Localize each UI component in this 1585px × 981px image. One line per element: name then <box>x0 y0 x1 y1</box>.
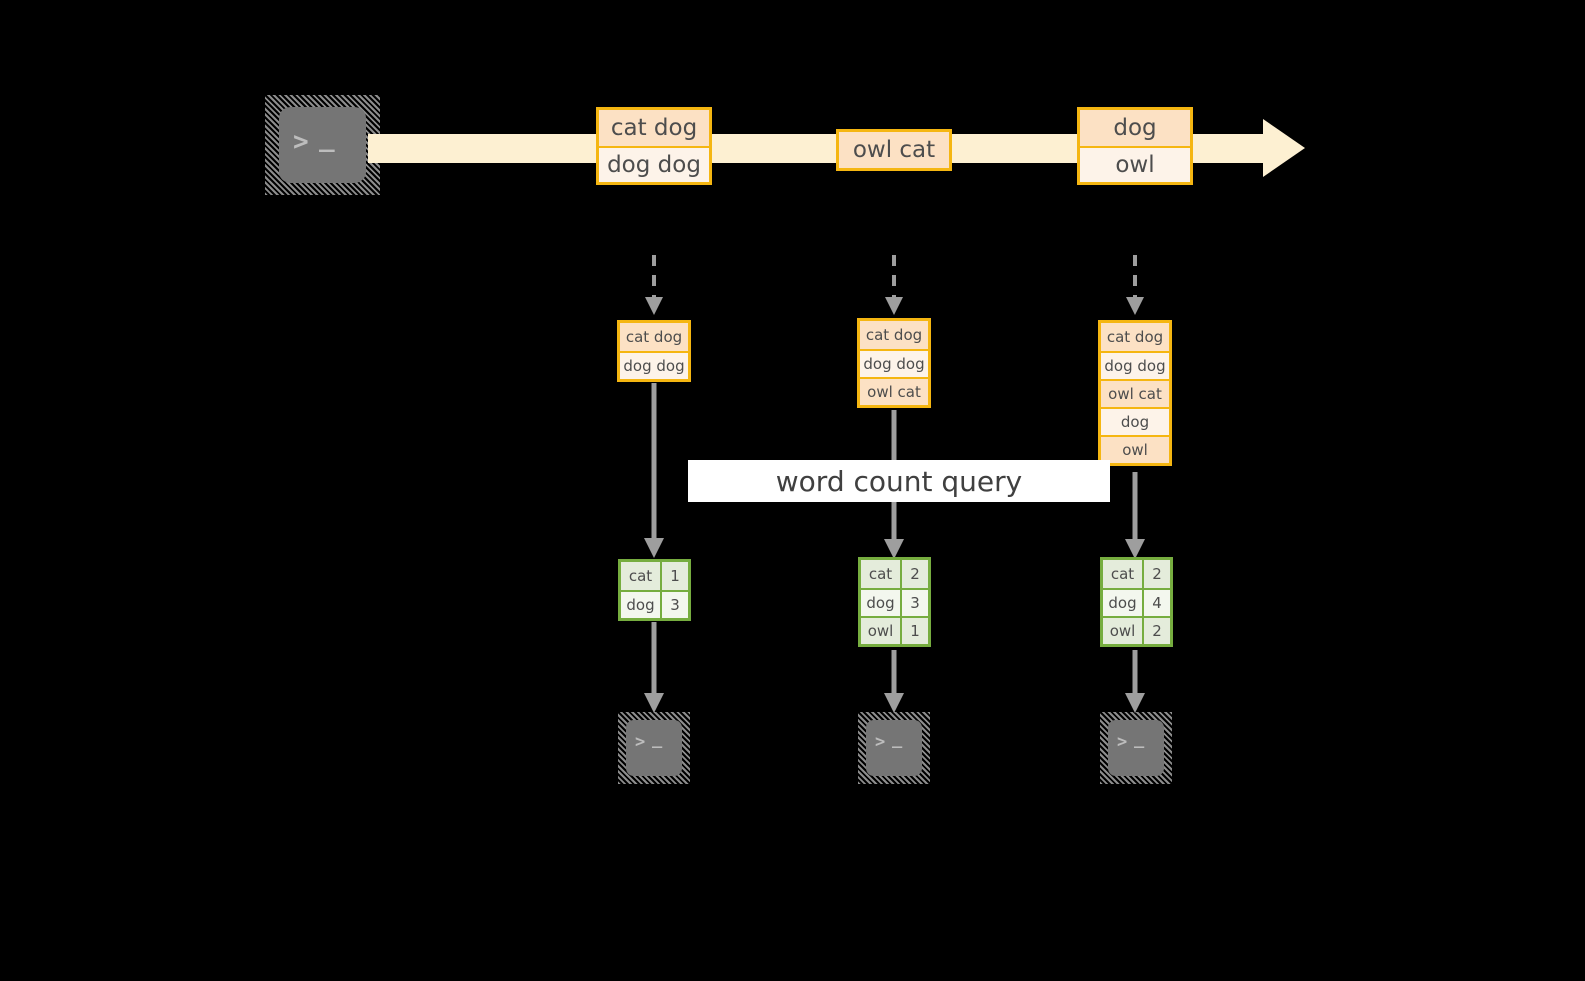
query-label: word count query <box>688 460 1110 502</box>
count-cell: 3 <box>662 592 688 618</box>
word-cell: dog <box>861 590 902 616</box>
terminal-prompt-glyph: > <box>875 732 887 752</box>
sink-terminal-icon-1: > _ <box>618 712 690 784</box>
terminal-screen <box>866 720 922 776</box>
query-arrow-3 <box>1121 472 1149 560</box>
stream-batch-2: owl cat <box>836 129 952 171</box>
record-line: owl <box>1101 435 1169 463</box>
terminal-prompt-glyph: > <box>293 127 311 157</box>
sink-terminal-icon-2: > _ <box>858 712 930 784</box>
result-table-1: cat 1 dog 3 <box>618 559 691 621</box>
record-line: dog <box>1080 110 1190 146</box>
trigger-arrow-1 <box>640 255 668 317</box>
result-table-3: cat 2 dog 4 owl 2 <box>1100 557 1173 647</box>
stream-batch-1: cat dog dog dog <box>596 107 712 185</box>
sink-arrow-2 <box>880 650 908 714</box>
stream-arrowhead <box>1263 119 1305 177</box>
query-label-text: word count query <box>775 464 1023 498</box>
count-cell: 1 <box>662 562 688 590</box>
count-cell: 3 <box>902 590 928 616</box>
word-cell: dog <box>1103 590 1144 616</box>
record-line: cat dog <box>620 323 688 351</box>
result-table-2: cat 2 dog 3 owl 1 <box>858 557 931 647</box>
record-line: cat dog <box>599 110 709 146</box>
query-arrow-1 <box>640 383 668 559</box>
count-cell: 2 <box>902 560 928 588</box>
terminal-cursor-glyph: _ <box>319 123 337 153</box>
table-row: dog 4 <box>1103 588 1170 616</box>
table-row: cat 1 <box>621 562 688 590</box>
input-table-2: cat dog dog dog owl cat <box>857 318 931 408</box>
record-line: cat dog <box>1101 323 1169 351</box>
word-cell: dog <box>621 592 662 618</box>
count-cell: 4 <box>1144 590 1170 616</box>
record-line: dog dog <box>1101 351 1169 379</box>
word-cell: cat <box>621 562 662 590</box>
stream-batch-3: dog owl <box>1077 107 1193 185</box>
trigger-arrow-2 <box>880 255 908 317</box>
input-table-3: cat dog dog dog owl cat dog owl <box>1098 320 1172 466</box>
record-line: owl cat <box>1101 379 1169 407</box>
terminal-screen <box>626 720 682 776</box>
sink-terminal-icon-3: > _ <box>1100 712 1172 784</box>
word-cell: cat <box>1103 560 1144 588</box>
source-terminal-icon: > _ <box>265 95 380 195</box>
record-line: owl <box>1080 146 1190 182</box>
count-cell: 1 <box>902 618 928 644</box>
record-line: owl cat <box>860 377 928 405</box>
record-line: owl cat <box>839 132 949 168</box>
terminal-cursor-glyph: _ <box>892 729 904 749</box>
record-line: dog dog <box>860 349 928 377</box>
terminal-cursor-glyph: _ <box>1134 729 1146 749</box>
record-line: cat dog <box>860 321 928 349</box>
terminal-cursor-glyph: _ <box>652 729 664 749</box>
terminal-prompt-glyph: > <box>1117 732 1129 752</box>
word-cell: cat <box>861 560 902 588</box>
sink-arrow-1 <box>640 622 668 714</box>
terminal-screen <box>279 107 366 183</box>
table-row: owl 2 <box>1103 616 1170 644</box>
terminal-screen <box>1108 720 1164 776</box>
table-row: dog 3 <box>861 588 928 616</box>
table-row: dog 3 <box>621 590 688 618</box>
trigger-arrow-3 <box>1121 255 1149 317</box>
word-cell: owl <box>861 618 902 644</box>
count-cell: 2 <box>1144 560 1170 588</box>
record-line: dog <box>1101 407 1169 435</box>
record-line: dog dog <box>620 351 688 379</box>
terminal-prompt-glyph: > <box>635 732 647 752</box>
word-cell: owl <box>1103 618 1144 644</box>
sink-arrow-3 <box>1121 650 1149 714</box>
record-line: dog dog <box>599 146 709 182</box>
input-table-1: cat dog dog dog <box>617 320 691 382</box>
table-row: cat 2 <box>1103 560 1170 588</box>
count-cell: 2 <box>1144 618 1170 644</box>
table-row: owl 1 <box>861 616 928 644</box>
table-row: cat 2 <box>861 560 928 588</box>
